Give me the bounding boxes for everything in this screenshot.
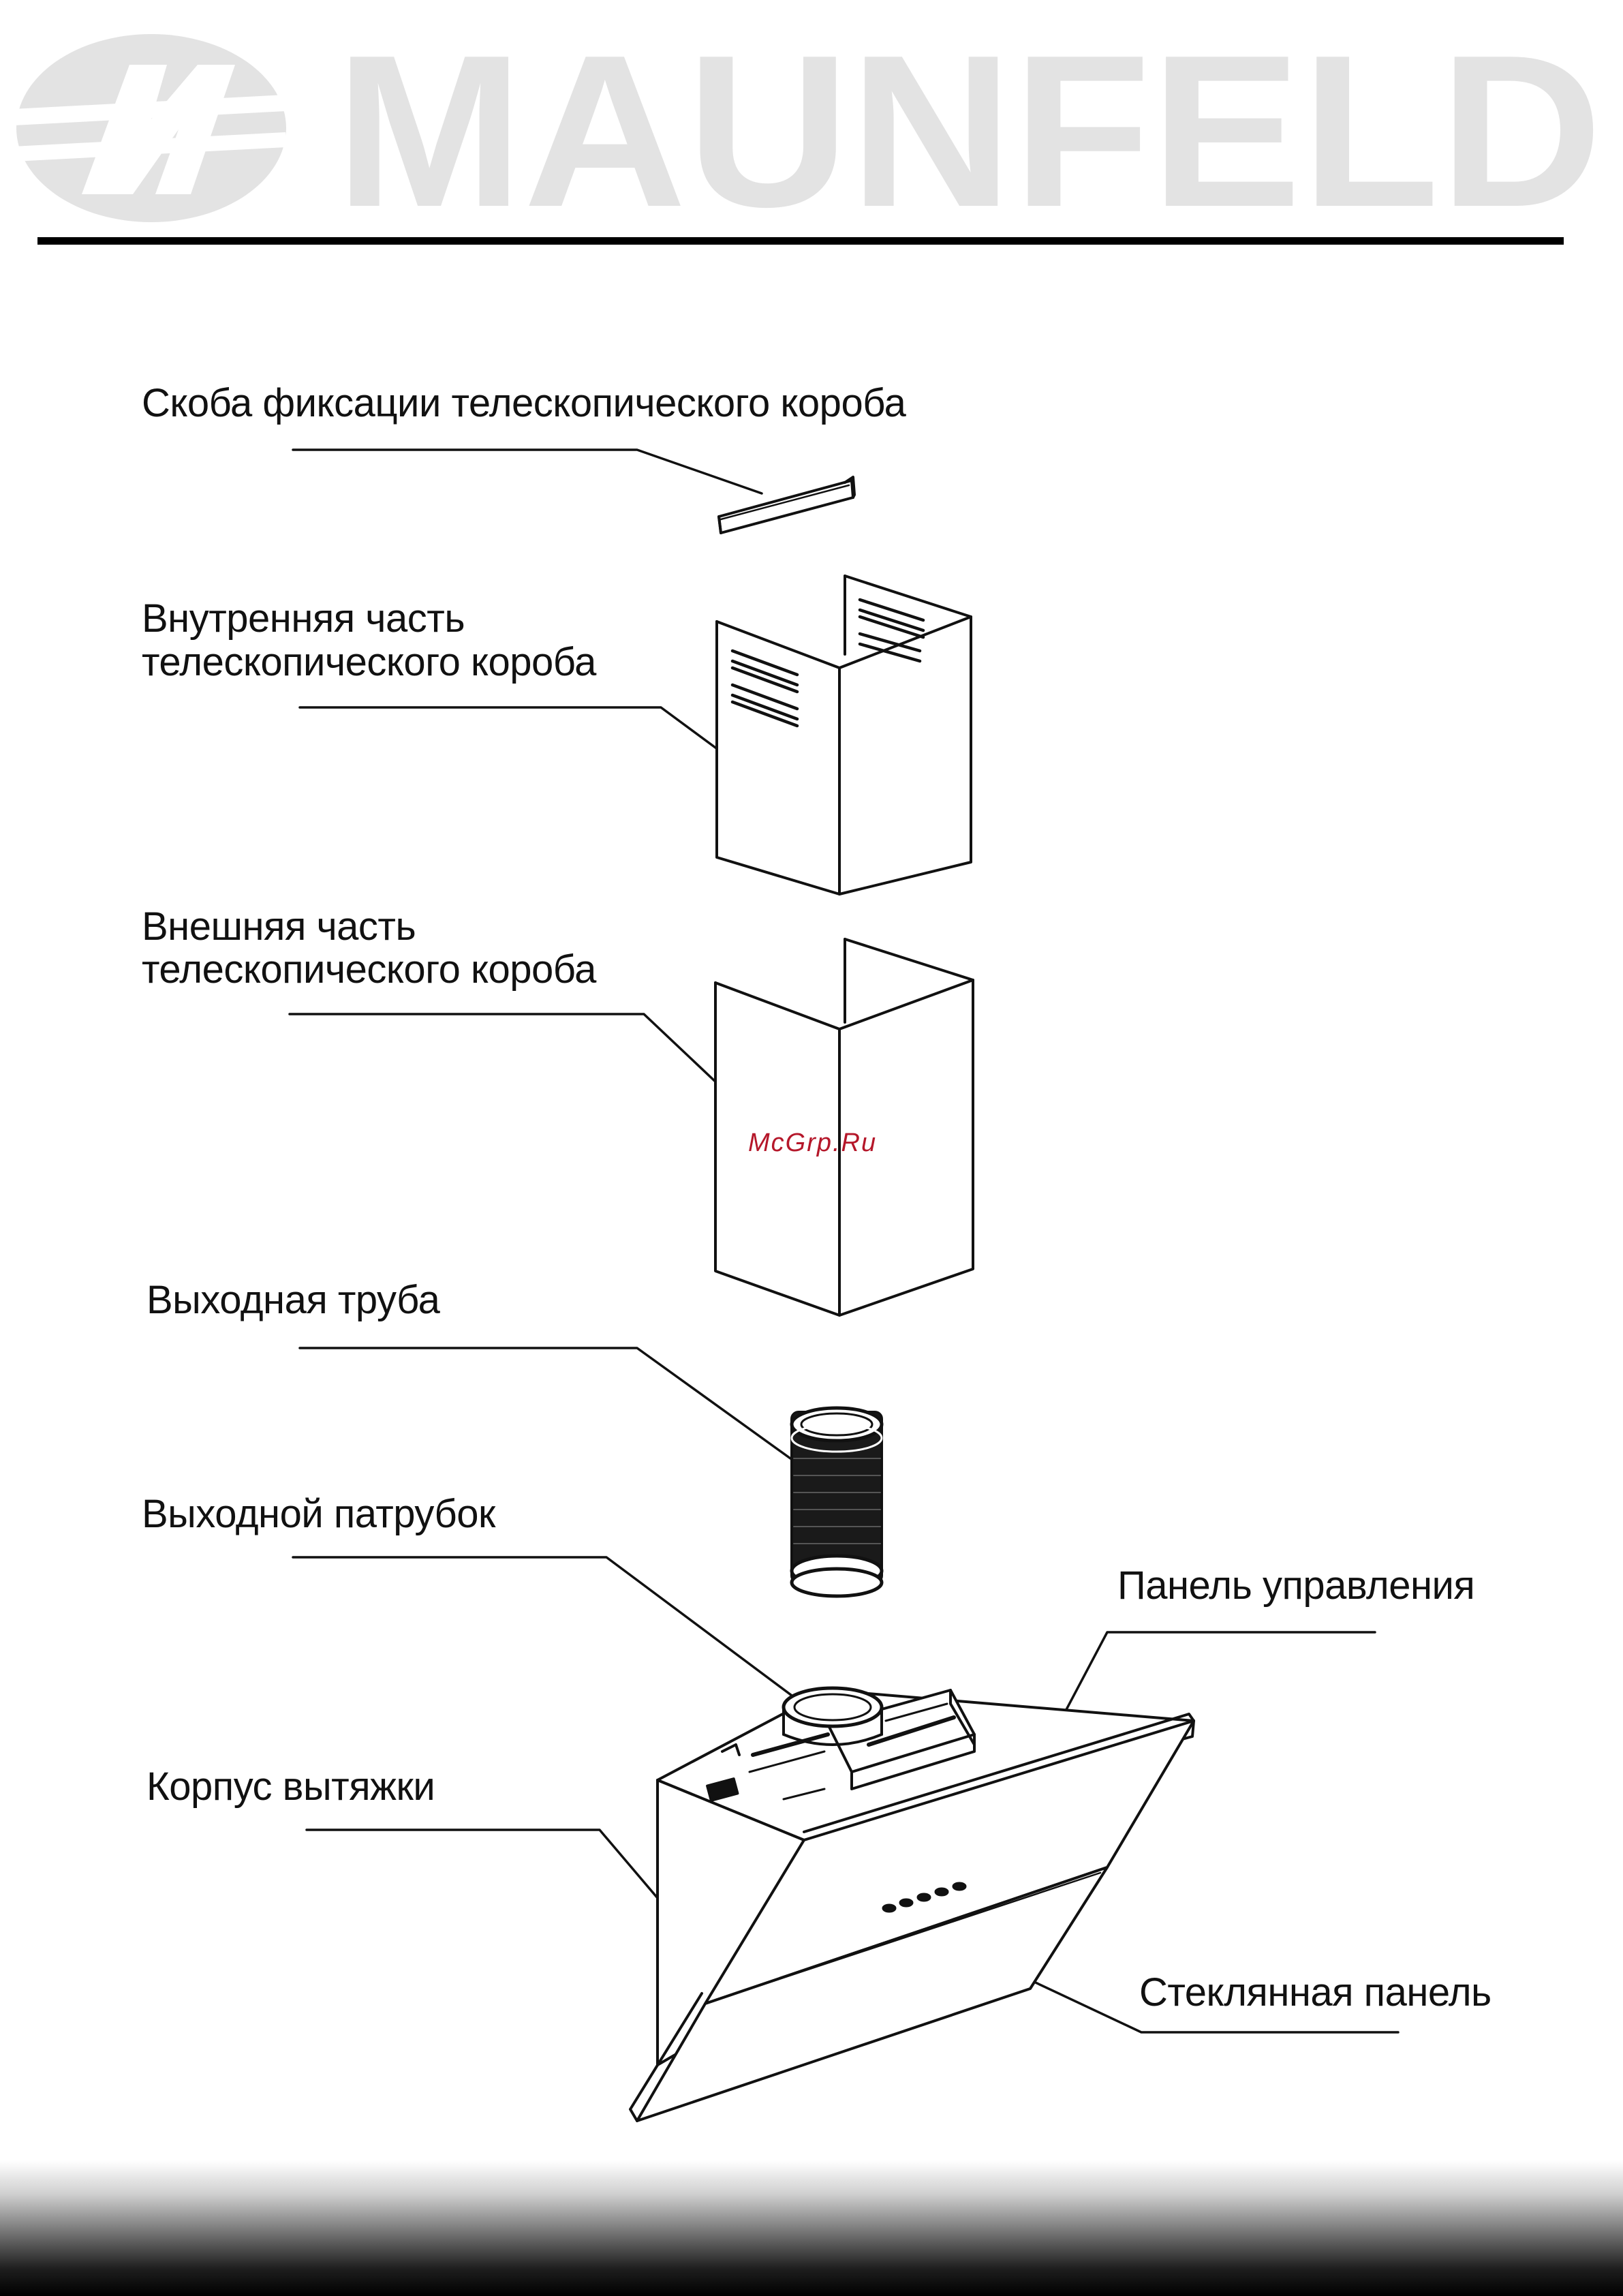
leader-hood-body: [307, 1830, 677, 1920]
exhaust-pipe: [792, 1408, 882, 1596]
label-exhaust-pipe: Выходная труба: [146, 1279, 439, 1322]
label-inner-box-line2: телескопического короба: [142, 641, 596, 684]
outer-telescopic-box: [715, 939, 973, 1315]
leader-outer-box: [290, 1014, 743, 1107]
label-hood-body: Корпус вытяжки: [146, 1765, 435, 1809]
leader-exhaust-pipe: [300, 1348, 790, 1458]
leader-bracket: [293, 450, 762, 493]
label-inner-box-line1: Внутренняя часть: [142, 597, 465, 641]
watermark: McGrp.Ru: [748, 1129, 877, 1158]
label-outer-box-line1: Внешняя часть: [142, 905, 416, 949]
leader-outlet-nozzle: [293, 1557, 807, 1707]
inner-telescopic-box: [717, 576, 971, 894]
leader-inner-box: [300, 707, 744, 769]
hood-body: [630, 1688, 1194, 2121]
footer-gradient-band: [0, 2160, 1623, 2296]
label-fixing-bracket: Скоба фиксации телескопического короба: [142, 382, 906, 425]
label-outer-box-line2: телескопического короба: [142, 948, 596, 992]
label-outlet-nozzle: Выходной патрубок: [142, 1493, 495, 1536]
label-control-panel: Панель управления: [1117, 1564, 1474, 1608]
label-glass-panel: Стеклянная панель: [1139, 1971, 1491, 2015]
